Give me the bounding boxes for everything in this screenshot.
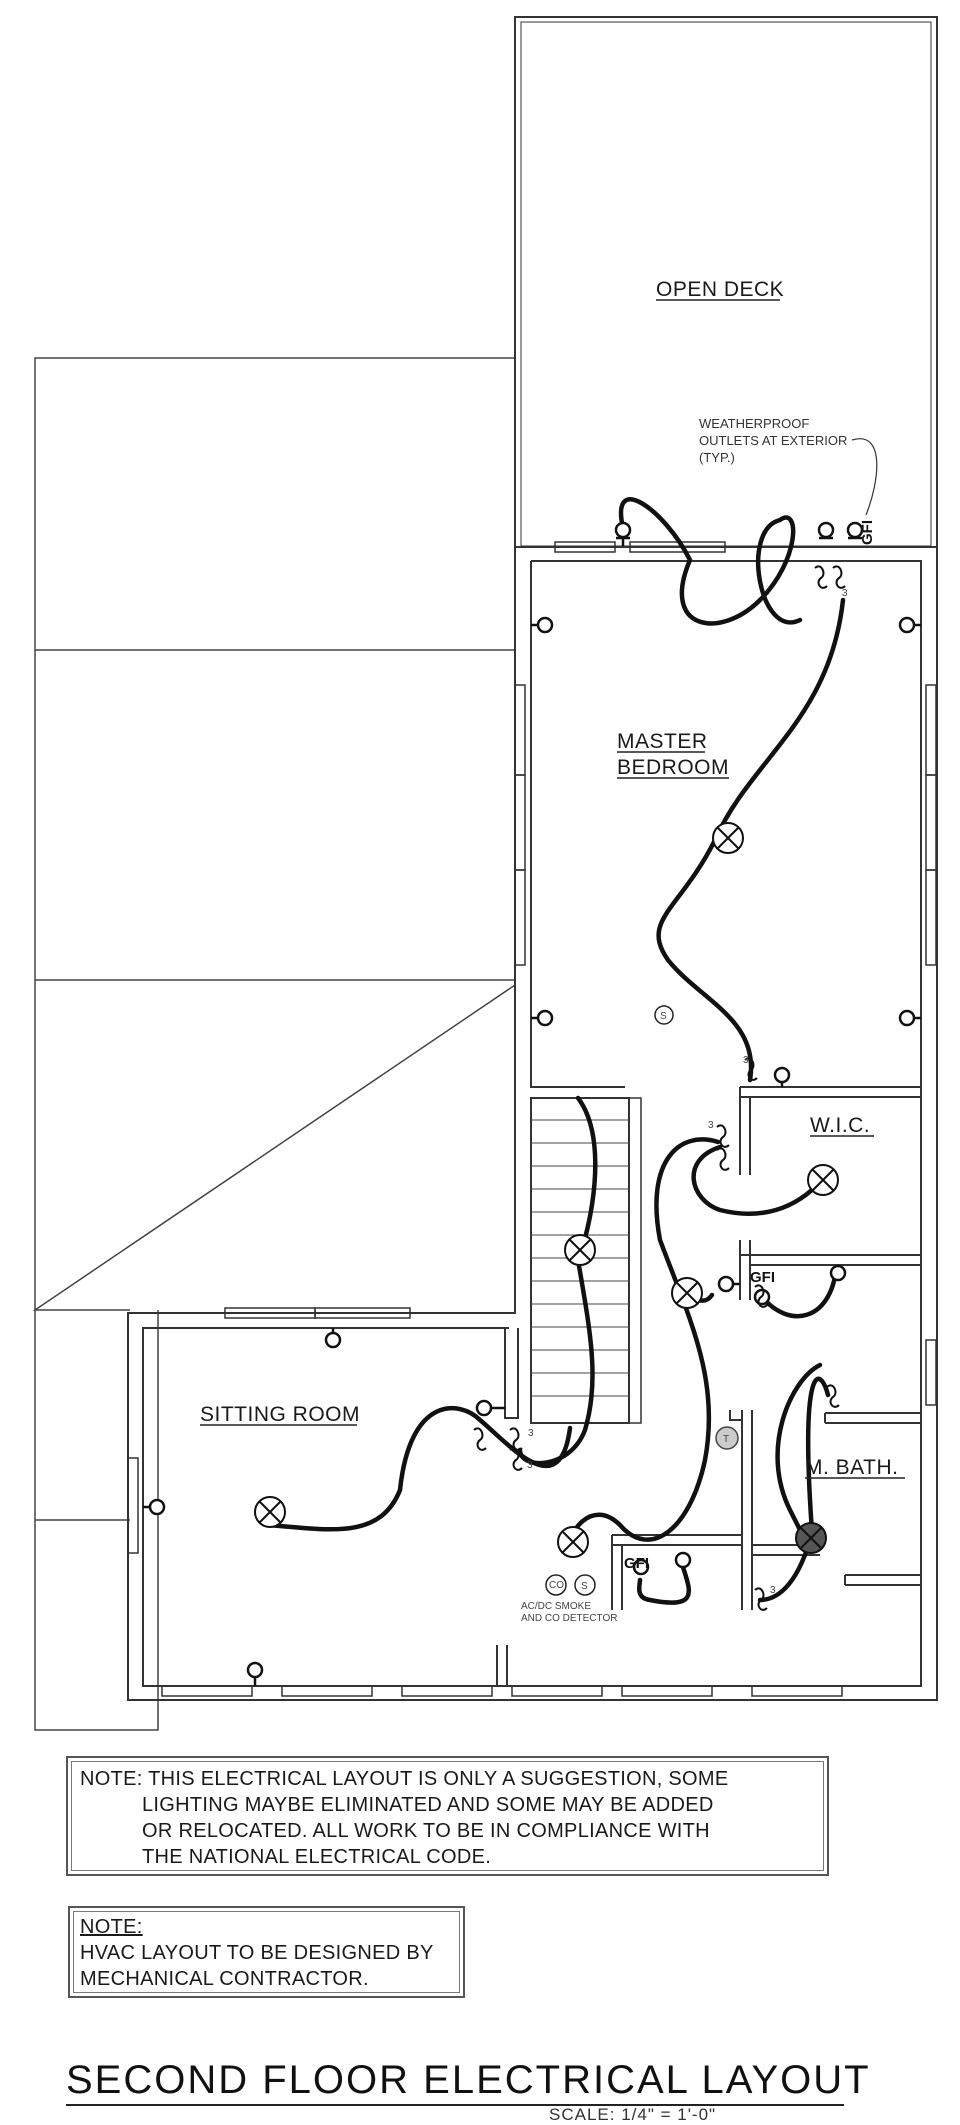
wiring-runs <box>265 497 846 1605</box>
outlet <box>773 1066 791 1087</box>
weatherproof-note-1: WEATHERPROOF <box>699 416 809 431</box>
outlet <box>614 521 632 546</box>
outlet <box>898 1009 921 1027</box>
drawing-title: SECOND FLOOR ELECTRICAL LAYOUT <box>66 2058 871 2102</box>
outlet <box>143 1498 166 1516</box>
switch-symbol <box>832 565 846 589</box>
outlets <box>143 521 921 1686</box>
light-fixture <box>254 1496 286 1528</box>
switch-symbol <box>744 1057 758 1081</box>
note-line: LIGHTING MAYBE ELIMINATED AND SOME MAY B… <box>142 1794 714 1816</box>
smoke-detector-label: S <box>581 1581 588 1592</box>
outlet <box>531 1009 554 1027</box>
note-line: NOTE: THIS ELECTRICAL LAYOUT IS ONLY A S… <box>80 1768 729 1790</box>
three-way-label: 3 <box>527 1460 533 1471</box>
room-label-open-deck: OPEN DECK <box>656 278 784 301</box>
outlet <box>846 521 864 540</box>
title-underline <box>66 2104 844 2106</box>
switch-symbol <box>754 1587 768 1611</box>
smoke-co-note-2: AND CO DETECTOR <box>521 1613 618 1624</box>
switch-symbol <box>826 1384 840 1408</box>
co-detector-label: CO <box>549 1580 564 1591</box>
three-way-markers: 3 3 3 3 3 3 <box>527 588 848 1596</box>
note-line: OR RELOCATED. ALL WORK TO BE IN COMPLIAN… <box>142 1820 710 1842</box>
weatherproof-note-2: OUTLETS AT EXTERIOR <box>699 433 847 448</box>
light-fixture <box>807 1164 839 1196</box>
smoke-detector-label: S <box>660 1011 667 1022</box>
smoke-co-note-1: AC/DC SMOKE <box>521 1601 591 1612</box>
room-label-master-2: BEDROOM <box>617 756 729 779</box>
outlet <box>246 1661 264 1686</box>
gfi-label-deck: GFI <box>859 520 876 545</box>
weatherproof-note-3: (TYP.) <box>699 450 735 465</box>
three-way-label: 3 <box>528 1428 534 1439</box>
hvac-note-line: HVAC LAYOUT TO BE DESIGNED BY <box>80 1942 434 1964</box>
outlet <box>475 1399 505 1417</box>
three-way-label: 3 <box>842 588 848 599</box>
smoke-detector-master <box>654 1005 674 1025</box>
light-fixture <box>557 1526 589 1558</box>
callout-leader <box>851 438 878 516</box>
room-label-wic: W.I.C. <box>810 1114 870 1137</box>
thermostat-label: T <box>723 1434 729 1445</box>
outlet <box>632 1558 650 1576</box>
hvac-note-line: MECHANICAL CONTRACTOR. <box>80 1968 369 1990</box>
hvac-note: NOTE: HVAC LAYOUT TO BE DESIGNED BY MECH… <box>68 1906 465 1998</box>
gfi-label-bath: GFI <box>750 1269 775 1286</box>
room-label-master-bath: M. BATH. <box>805 1456 898 1479</box>
switch-symbol <box>716 1147 730 1171</box>
detectors: S T CO S <box>545 1005 739 1596</box>
thermostat <box>715 1426 739 1450</box>
outlet <box>898 616 921 634</box>
smoke-detector <box>574 1574 596 1596</box>
switch-symbol <box>509 1447 523 1471</box>
switch-symbol <box>754 1284 768 1308</box>
outlet <box>817 521 835 540</box>
switches <box>473 565 846 1611</box>
co-detector <box>545 1574 567 1596</box>
adjacent-structure-outline <box>32 357 516 1731</box>
hvac-note-title: NOTE: <box>80 1916 143 1938</box>
stair-treads <box>531 1119 629 1397</box>
drawing-scale: SCALE: 1/4" = 1'-0" <box>549 2105 717 2124</box>
light-fixture <box>712 822 744 854</box>
outlet <box>717 1275 740 1293</box>
gfi-label-closet: GFI <box>624 1555 649 1572</box>
switch-symbol <box>716 1124 730 1148</box>
three-way-label: 3 <box>708 1120 714 1131</box>
light-fixtures <box>254 822 839 1558</box>
three-way-label: 3 <box>743 1055 749 1066</box>
note-line: THE NATIONAL ELECTRICAL CODE. <box>142 1846 492 1868</box>
light-fixture <box>564 1234 596 1266</box>
light-fixture-shaded <box>795 1522 827 1554</box>
switch-symbol <box>473 1427 487 1451</box>
outlet <box>531 616 554 634</box>
windows <box>127 541 937 1697</box>
three-way-label: 3 <box>770 1585 776 1596</box>
switch-symbol <box>814 565 828 589</box>
outlet <box>674 1551 692 1569</box>
room-label-master-1: MASTER <box>617 730 708 753</box>
outlet <box>324 1328 342 1349</box>
electrical-note: NOTE: THIS ELECTRICAL LAYOUT IS ONLY A S… <box>66 1756 829 1876</box>
room-label-sitting-room: SITTING ROOM <box>200 1403 360 1426</box>
outlet <box>829 1264 847 1282</box>
light-fixture <box>671 1277 703 1309</box>
